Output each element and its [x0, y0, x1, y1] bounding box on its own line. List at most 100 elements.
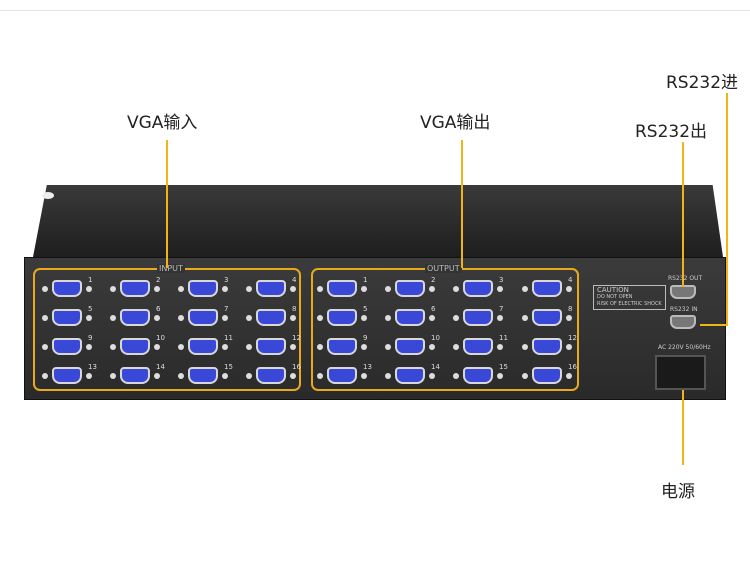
output-vga-port: [395, 338, 425, 355]
screw-icon: [290, 373, 296, 379]
screw-icon: [361, 315, 367, 321]
input-vga-port: [120, 280, 150, 297]
screw-icon: [86, 286, 92, 292]
input-port-number: 14: [156, 363, 165, 371]
screw-icon: [154, 373, 160, 379]
output-port-number: 12: [568, 334, 577, 342]
screw-icon: [42, 286, 48, 292]
caution-line2: RISK OF ELECTRIC SHOCK: [597, 301, 662, 307]
screw-icon: [178, 344, 184, 350]
input-vga-port: [52, 309, 82, 326]
input-vga-port: [52, 367, 82, 384]
screw-icon: [361, 373, 367, 379]
input-port-number: 2: [156, 276, 161, 284]
screw-icon: [429, 315, 435, 321]
power-label: AC 220V 50/60Hz: [658, 344, 711, 351]
screw-icon: [86, 315, 92, 321]
screw-icon: [246, 373, 252, 379]
leader-rs232-in-h: [700, 324, 728, 326]
rs232-out-port: [670, 285, 696, 299]
screw-icon: [361, 286, 367, 292]
screw-icon: [566, 344, 572, 350]
screw-icon: [385, 286, 391, 292]
leader-rs232-in: [726, 93, 728, 326]
input-port-number: 1: [88, 276, 93, 284]
screw-icon: [86, 344, 92, 350]
screw-icon: [522, 315, 528, 321]
screw-icon: [290, 344, 296, 350]
screw-icon: [86, 373, 92, 379]
leader-vga-output: [461, 140, 463, 268]
screw-icon: [385, 344, 391, 350]
input-vga-port: [256, 338, 286, 355]
caution-sticker: CAUTION DO NOT OPEN RISK OF ELECTRIC SHO…: [593, 285, 666, 310]
screw-icon: [429, 344, 435, 350]
screw-icon: [42, 344, 48, 350]
screw-icon: [566, 286, 572, 292]
screw-icon: [42, 373, 48, 379]
rack-ear-hole: [42, 192, 54, 199]
output-vga-port: [327, 367, 357, 384]
screw-icon: [453, 373, 459, 379]
leader-rs232-out: [682, 142, 684, 287]
label-rs232-out: RS232出: [635, 122, 708, 142]
output-vga-port: [327, 338, 357, 355]
screw-icon: [497, 344, 503, 350]
input-vga-port: [120, 338, 150, 355]
leader-power: [682, 390, 684, 465]
caution-line1: DO NOT OPEN: [597, 294, 633, 300]
output-vga-port: [327, 309, 357, 326]
output-vga-port: [395, 367, 425, 384]
input-port-number: 3: [224, 276, 229, 284]
output-port-number: 7: [499, 305, 504, 313]
screw-icon: [497, 373, 503, 379]
screw-icon: [222, 315, 228, 321]
screw-icon: [290, 315, 296, 321]
output-port-number: 10: [431, 334, 440, 342]
label-power: 电源: [661, 482, 695, 502]
screw-icon: [178, 286, 184, 292]
input-port-number: 4: [292, 276, 297, 284]
screw-icon: [385, 315, 391, 321]
screw-icon: [222, 286, 228, 292]
input-vga-port: [256, 280, 286, 297]
input-vga-port: [52, 338, 82, 355]
output-vga-port: [463, 280, 493, 297]
output-port-number: 1: [363, 276, 368, 284]
input-vga-port: [188, 367, 218, 384]
output-vga-port: [532, 280, 562, 297]
screw-icon: [110, 315, 116, 321]
screw-icon: [429, 286, 435, 292]
input-port-number: 16: [292, 363, 301, 371]
screw-icon: [154, 344, 160, 350]
output-port-number: 11: [499, 334, 508, 342]
output-vga-port: [532, 367, 562, 384]
input-vga-port: [120, 367, 150, 384]
screw-icon: [317, 286, 323, 292]
screw-icon: [154, 286, 160, 292]
output-port-number: 9: [363, 334, 368, 342]
input-port-number: 13: [88, 363, 97, 371]
output-vga-port: [463, 309, 493, 326]
screw-icon: [497, 286, 503, 292]
screw-icon: [453, 286, 459, 292]
output-vga-port: [532, 309, 562, 326]
rs232-out-label: RS232 OUT: [668, 275, 703, 282]
rs232-in-port: [670, 315, 696, 329]
output-port-number: 4: [568, 276, 573, 284]
output-port-number: 13: [363, 363, 372, 371]
screw-icon: [154, 315, 160, 321]
screw-icon: [522, 344, 528, 350]
label-rs232-in: RS232进: [666, 73, 739, 93]
input-vga-port: [256, 367, 286, 384]
output-port-number: 15: [499, 363, 508, 371]
screw-icon: [110, 373, 116, 379]
input-port-number: 6: [156, 305, 161, 313]
screw-icon: [110, 286, 116, 292]
input-vga-port: [120, 309, 150, 326]
screw-icon: [110, 344, 116, 350]
screw-icon: [522, 373, 528, 379]
screw-icon: [566, 373, 572, 379]
output-port-number: 6: [431, 305, 436, 313]
label-vga-output: VGA输出: [420, 113, 491, 133]
